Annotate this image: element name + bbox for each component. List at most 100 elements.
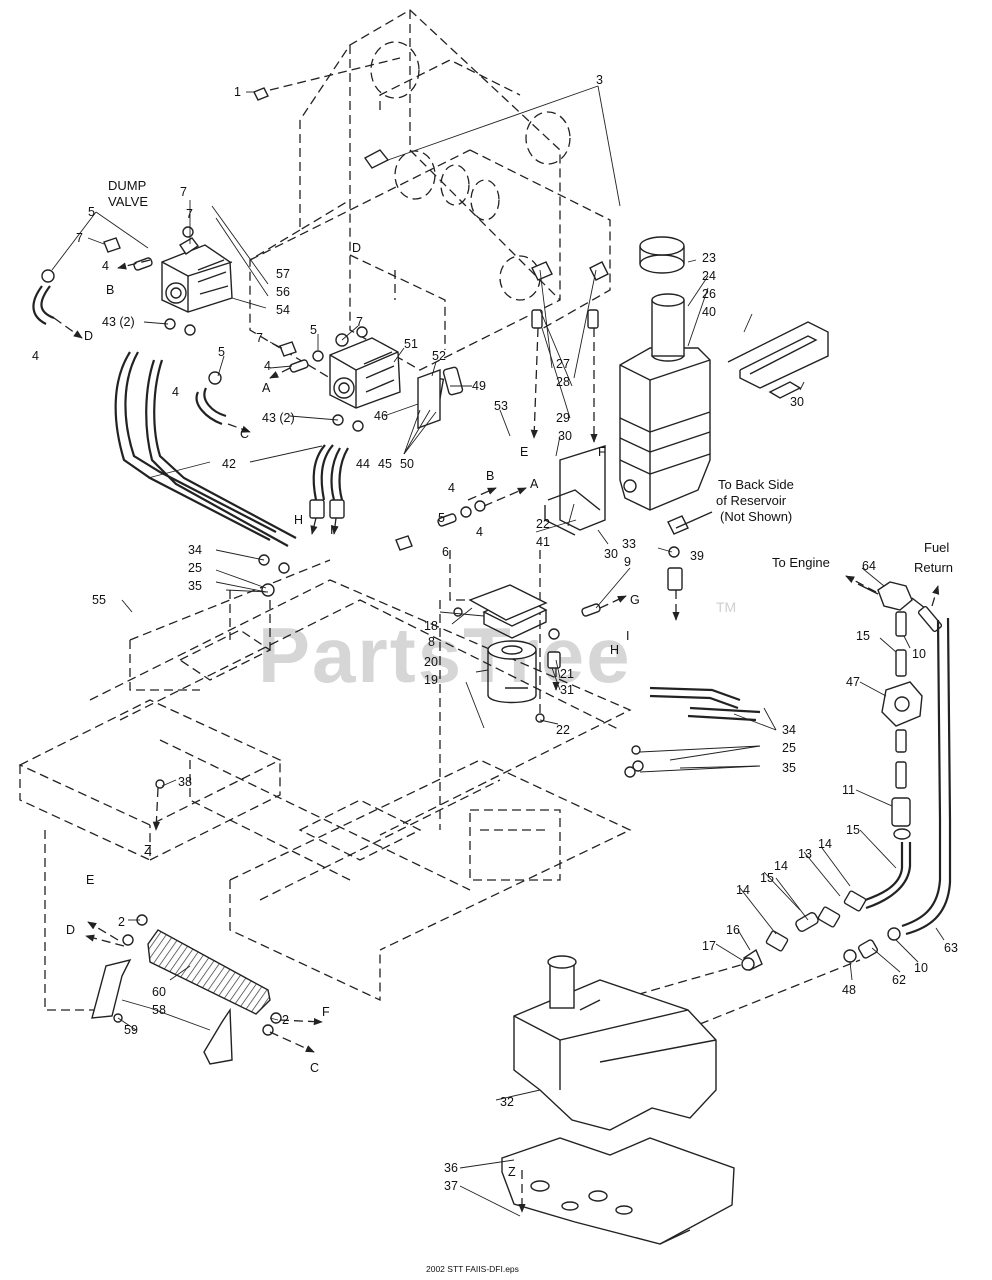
callout: 42 [222, 457, 236, 471]
callout: 43 (2) [102, 315, 135, 329]
callout: 59 [124, 1023, 138, 1037]
callout: 4 [476, 525, 483, 539]
callout: 7 [76, 231, 83, 245]
callout: 37 [444, 1179, 458, 1193]
to-engine-label: To Engine [772, 555, 830, 570]
watermark: PartsTree TM [258, 599, 736, 699]
callout: 35 [782, 761, 796, 775]
callout: 9 [624, 555, 631, 569]
callout: 22 [536, 517, 550, 531]
to-back-side-label-3: (Not Shown) [720, 509, 792, 524]
callout: 46 [374, 409, 388, 423]
to-back-side-label-2: of Reservoir [716, 493, 787, 508]
callout: 15 [846, 823, 860, 837]
callout: 64 [862, 559, 876, 573]
callout: 7 [356, 315, 363, 329]
callout: 53 [494, 399, 508, 413]
callout: 39 [690, 549, 704, 563]
callout: 14 [774, 859, 788, 873]
callout: 6 [442, 545, 449, 559]
watermark-text: PartsTree [258, 611, 632, 699]
dump-valve-label-1: DUMP [108, 178, 146, 193]
callout: 4 [172, 385, 179, 399]
callout: A [262, 381, 271, 395]
callout: 27 [556, 357, 570, 371]
callout: 7 [186, 207, 193, 221]
callout: F [322, 1005, 330, 1019]
callout: 16 [726, 923, 740, 937]
callout: 13 [798, 847, 812, 861]
callout: 47 [846, 675, 860, 689]
callout: 10 [912, 647, 926, 661]
callout: 14 [736, 883, 750, 897]
callout: Z [144, 843, 152, 857]
fuel-tank [513, 955, 717, 1131]
callouts: 1 3 7 7 5 7 4 57 56 54 B 43 (2) D 4 5 7 … [32, 73, 958, 1193]
fuel-return-label-2: Return [914, 560, 953, 575]
callout: 22 [556, 723, 570, 737]
callout: D [352, 241, 361, 255]
callout: 52 [432, 349, 446, 363]
dump-valve-label-2: VALVE [108, 194, 148, 209]
callout: 28 [556, 375, 570, 389]
callout: 51 [404, 337, 418, 351]
callout: 5 [88, 205, 95, 219]
callout: A [530, 477, 539, 491]
callout: 2 [118, 915, 125, 929]
callout: E [86, 873, 94, 887]
callout: 15 [760, 871, 774, 885]
callout: 63 [944, 941, 958, 955]
callout: 60 [152, 985, 166, 999]
upper-frame [249, 9, 611, 391]
callout: H [294, 513, 303, 527]
brackets [417, 369, 606, 621]
callout: 44 [356, 457, 370, 471]
callout: 34 [188, 543, 202, 557]
callout: 20 [424, 655, 438, 669]
flow-arrows [53, 259, 940, 1213]
hoses [32, 285, 761, 722]
callout: 45 [378, 457, 392, 471]
lower-chassis [18, 550, 632, 1011]
callout: 56 [276, 285, 290, 299]
callout: 29 [556, 411, 570, 425]
callout: Z [508, 1165, 516, 1179]
annotations: DUMP VALVE To Back Side of Reservoir (No… [108, 178, 953, 1274]
callout: 32 [500, 1095, 514, 1109]
callout: H [610, 643, 619, 657]
callout: 43 (2) [262, 411, 295, 425]
small-fittings [41, 87, 689, 789]
callout: 4 [102, 259, 109, 273]
callout: 5 [218, 345, 225, 359]
callout: 7 [180, 185, 187, 199]
figure-caption: 2002 STT FAIIS-DFI.eps [426, 1264, 519, 1274]
callout: 5 [310, 323, 317, 337]
hydraulic-reservoir [619, 236, 829, 511]
callout: 2 [282, 1013, 289, 1027]
callout: 4 [448, 481, 455, 495]
callout: 25 [188, 561, 202, 575]
callout: 26 [702, 287, 716, 301]
hydraulic-pump-right [329, 326, 401, 409]
callout: 40 [702, 305, 716, 319]
oil-cooler [91, 914, 282, 1065]
callout: 36 [444, 1161, 458, 1175]
callout: 19 [424, 673, 438, 687]
callout: 35 [188, 579, 202, 593]
callout: 7 [256, 331, 263, 345]
callout: 49 [472, 379, 486, 393]
callout: 8 [428, 635, 435, 649]
callout: 4 [264, 359, 271, 373]
callout: C [310, 1061, 319, 1075]
to-back-side-label-1: To Back Side [718, 477, 794, 492]
callout: 10 [914, 961, 928, 975]
callout: 30 [604, 547, 618, 561]
callout: 11 [842, 783, 855, 797]
callout: 55 [92, 593, 106, 607]
callout: 54 [276, 303, 290, 317]
callout: 41 [536, 535, 550, 549]
callout: F [598, 445, 606, 459]
callout: 5 [438, 511, 445, 525]
callout: 1 [234, 85, 241, 99]
